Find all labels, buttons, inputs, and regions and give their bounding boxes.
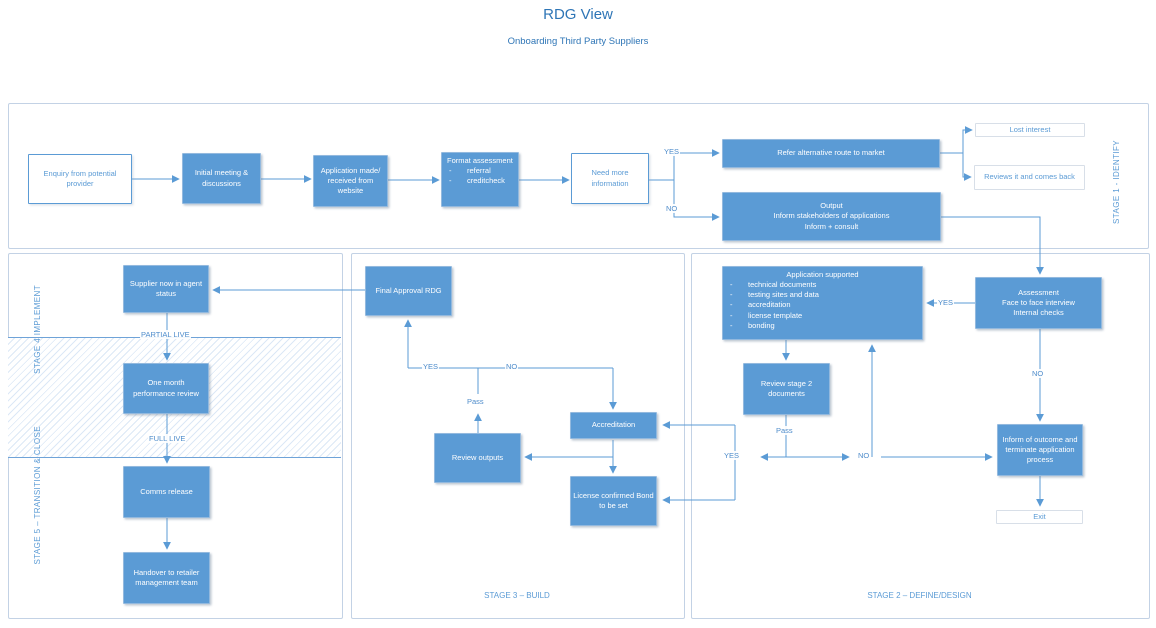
bullet-dash: -: [449, 176, 452, 186]
node-application-made: Application made/ received from website: [313, 155, 388, 207]
node-comms-release: Comms release: [123, 466, 210, 518]
node-review-stage2-label: Review stage 2 documents: [760, 378, 813, 398]
node-reviews-back-label: Reviews it and comes back: [984, 172, 1075, 182]
node-license-confirmed: License confirmed Bond to be set: [570, 476, 657, 526]
node-handover-label: Handover to retailer management team: [133, 567, 200, 587]
label-no-assessment: NO: [1031, 369, 1045, 379]
diagram-subtitle: Onboarding Third Party Suppliers: [507, 36, 649, 47]
node-accreditation-label: Accreditation: [591, 420, 636, 430]
bullet-dash: -: [730, 320, 733, 330]
node-exit-label: Exit: [1033, 511, 1046, 521]
node-comms-release-label: Comms release: [140, 486, 193, 496]
stage4-label: STAGE 4 IMPLEMENT: [33, 285, 42, 374]
node-review-outputs-label: Review outputs: [451, 452, 504, 462]
application-supported-item: - testing sites and data: [725, 290, 920, 300]
stage1-label: STAGE 1 - IDENTIFY: [1112, 140, 1121, 224]
label-partial-live: PARTIAL LIVE: [140, 330, 191, 340]
label-yes-need-more: YES: [663, 147, 681, 157]
bullet-dash: -: [449, 166, 452, 176]
bullet-dash: -: [730, 310, 733, 320]
node-refer-alternative: Refer alternative route to market: [722, 139, 940, 168]
label-yes-final-approval: YES: [422, 362, 440, 372]
label-yes-assessment: YES: [937, 298, 955, 308]
node-supplier-agent-label: Supplier now in agent status: [129, 278, 203, 298]
stage5-label: STAGE 5 – TRANSITION & CLOSE: [33, 426, 42, 565]
node-inform-outcome-label: Inform of outcome and terminate applicat…: [1002, 434, 1078, 465]
application-supported-item: - accreditation: [725, 300, 920, 310]
node-one-month-review: One month performance review: [123, 363, 209, 414]
application-supported-item: - bonding: [725, 321, 920, 331]
label-pass-review-stage2: Pass: [775, 426, 794, 436]
node-accreditation: Accreditation: [570, 412, 657, 439]
node-need-more-info-label: Need more information: [591, 168, 629, 188]
node-review-outputs: Review outputs: [434, 433, 521, 483]
node-lost-interest: Lost interest: [975, 123, 1085, 137]
node-enquiry: Enquiry from potential provider: [28, 154, 132, 204]
node-lost-interest-label: Lost interest: [1009, 124, 1051, 134]
node-handover: Handover to retailer management team: [123, 552, 210, 604]
node-application-supported: Application supported - technical docume…: [722, 266, 923, 340]
label-full-live: FULL LIVE: [148, 434, 187, 444]
node-assessment-line1: Assessment: [1018, 287, 1059, 297]
node-supplier-agent: Supplier now in agent status: [123, 265, 209, 313]
application-supported-item-label: technical documents: [748, 280, 817, 290]
node-exit: Exit: [996, 510, 1083, 524]
node-enquiry-label: Enquiry from potential provider: [43, 168, 117, 188]
node-output-line3: Inform + consult: [804, 221, 859, 231]
node-license-confirmed-label: License confirmed Bond to be set: [573, 490, 654, 510]
node-output-line2: Inform stakeholders of applications: [773, 211, 890, 221]
node-review-stage2: Review stage 2 documents: [743, 363, 830, 415]
node-assessment-line3: Internal checks: [1013, 308, 1064, 318]
node-output: Output Inform stakeholders of applicatio…: [722, 192, 941, 241]
node-final-approval: Final Approval RDG: [365, 266, 452, 316]
application-supported-item: - technical documents: [725, 280, 920, 290]
node-application-supported-title: Application supported: [786, 270, 859, 279]
application-supported-item-label: license template: [748, 310, 803, 320]
format-assessment-item-label: referral: [467, 166, 491, 176]
node-refer-alternative-label: Refer alternative route to market: [777, 148, 885, 158]
node-need-more-info: Need more information: [571, 153, 649, 204]
bullet-dash: -: [730, 280, 733, 290]
diagram-title: RDG View: [543, 6, 613, 23]
node-reviews-back: Reviews it and comes back: [974, 165, 1085, 190]
label-yes-stage2: YES: [723, 451, 741, 461]
node-inform-outcome: Inform of outcome and terminate applicat…: [997, 424, 1083, 476]
node-final-approval-label: Final Approval RDG: [375, 285, 442, 295]
node-format-assessment-title: Format assessment: [447, 156, 513, 165]
node-output-line1: Output: [820, 201, 843, 211]
stage3-label: STAGE 3 – BUILD: [484, 591, 550, 600]
label-pass-review-outputs: Pass: [466, 397, 485, 407]
node-one-month-review-label: One month performance review: [133, 378, 199, 398]
bullet-dash: -: [730, 300, 733, 310]
format-assessment-item-label: creditcheck: [467, 176, 505, 186]
application-supported-item-label: bonding: [748, 320, 775, 330]
stage2-label: STAGE 2 – DEFINE/DESIGN: [867, 591, 972, 600]
node-initial-meeting-label: Initial meeting & discussions: [194, 168, 249, 188]
node-assessment: Assessment Face to face interview Intern…: [975, 277, 1102, 329]
format-assessment-item: - referral: [444, 166, 516, 176]
node-initial-meeting: Initial meeting & discussions: [182, 153, 261, 204]
node-format-assessment: Format assessment - referral - creditche…: [441, 152, 519, 207]
label-no-need-more: NO: [665, 204, 679, 214]
application-supported-item: - license template: [725, 311, 920, 321]
application-supported-item-label: testing sites and data: [748, 290, 819, 300]
label-no-final-approval: NO: [505, 362, 519, 372]
application-supported-item-label: accreditation: [748, 300, 791, 310]
node-assessment-line2: Face to face interview: [1002, 297, 1075, 307]
label-no-stage2: NO: [857, 451, 871, 461]
format-assessment-item: - creditcheck: [444, 176, 516, 186]
bullet-dash: -: [730, 290, 733, 300]
node-application-made-label: Application made/ received from website: [320, 165, 381, 196]
